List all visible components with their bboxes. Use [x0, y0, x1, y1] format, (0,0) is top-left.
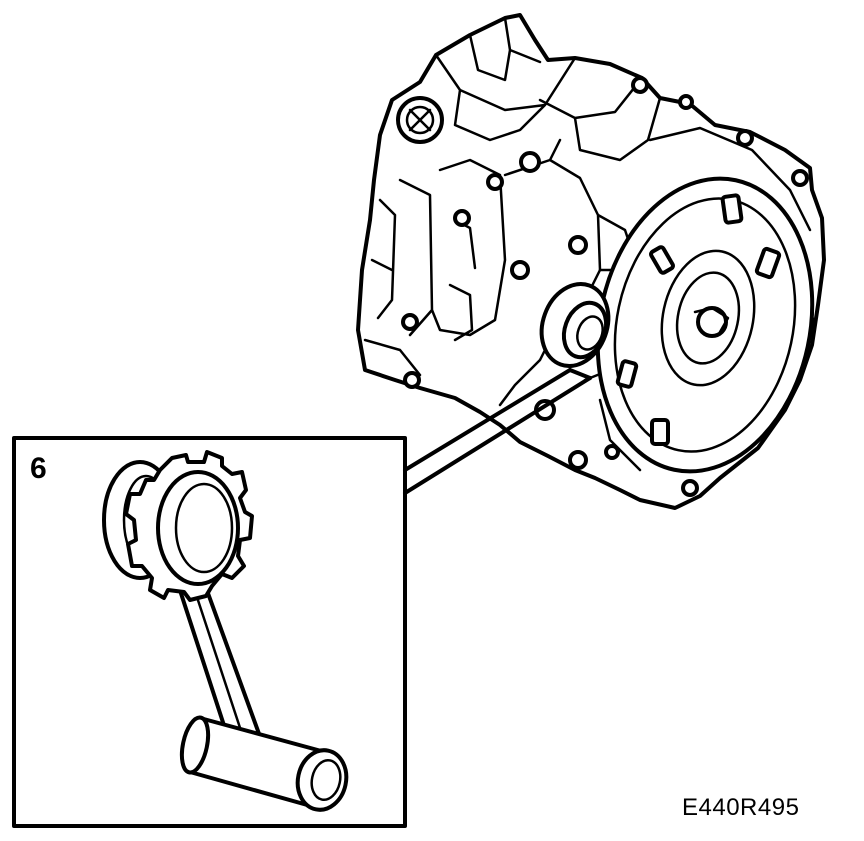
drive-shaft-seal	[539, 282, 611, 368]
figure-code-label: E440R495	[682, 794, 800, 821]
upper-block	[434, 16, 577, 142]
tool-grip	[179, 715, 349, 812]
detail-inset-frame	[12, 436, 407, 828]
housing-ribs	[363, 158, 507, 377]
step-number-label: 6	[30, 452, 47, 485]
torque-converter	[595, 176, 815, 474]
breather-plug	[396, 96, 444, 144]
callout-leader	[403, 368, 592, 495]
seal-installer-tool	[102, 450, 349, 812]
tool-head-bore	[156, 470, 240, 586]
transmission-housing	[356, 13, 826, 510]
